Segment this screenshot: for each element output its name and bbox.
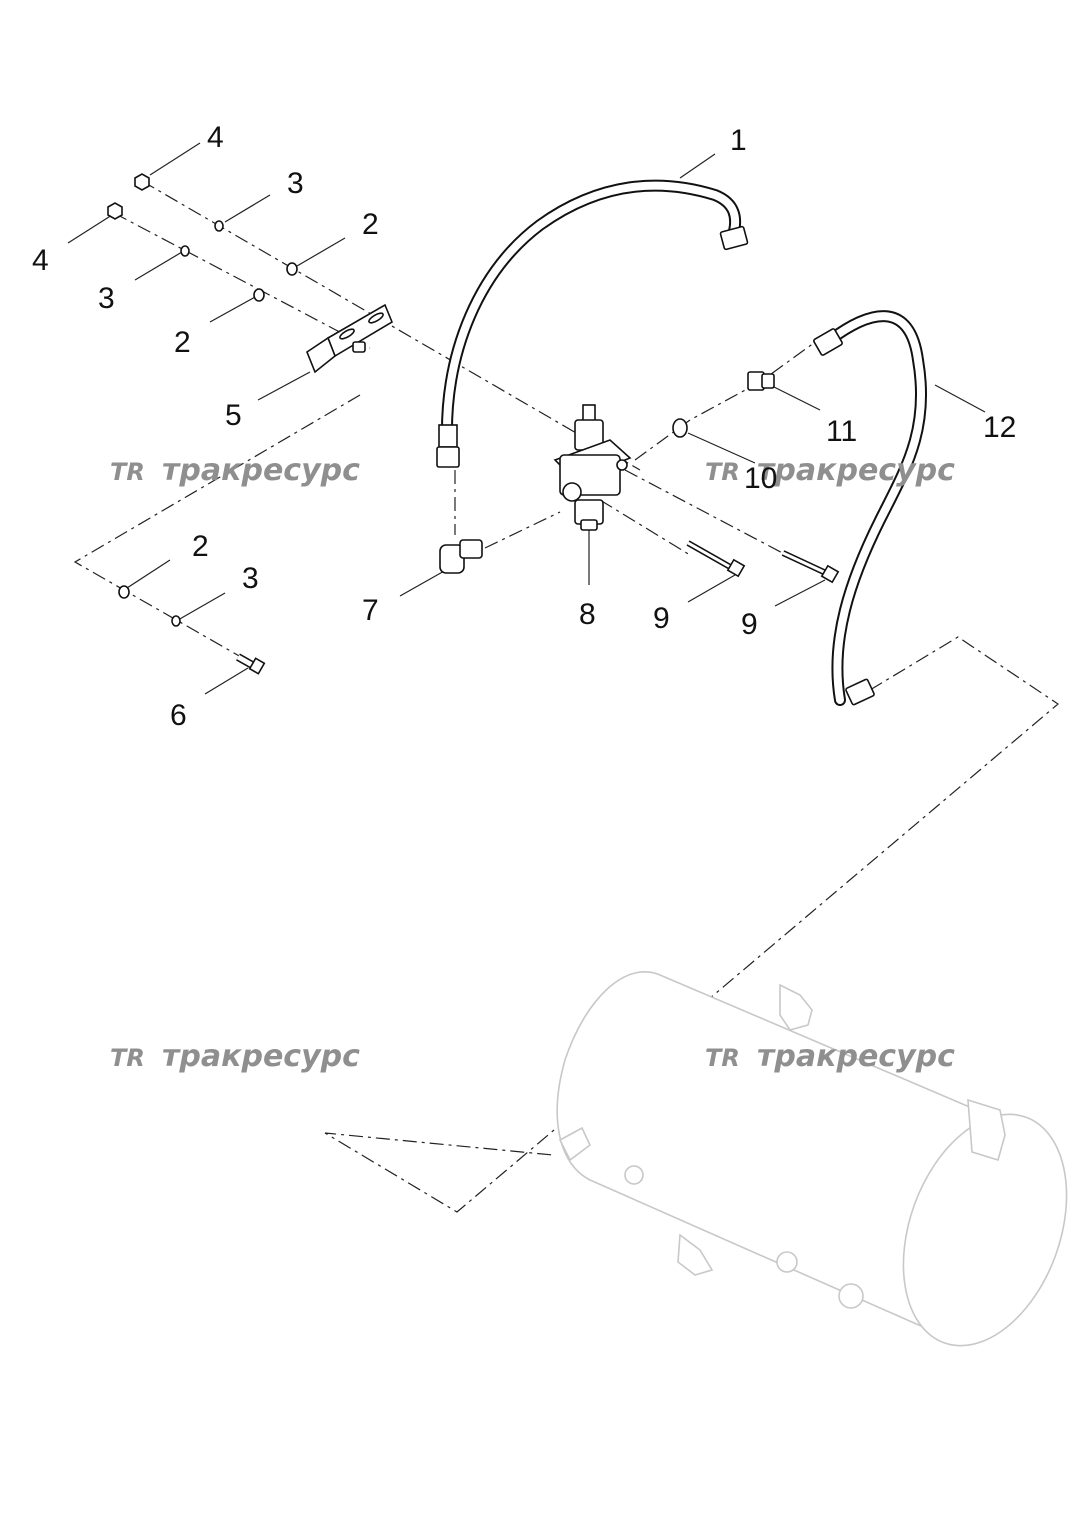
callout-2-top: 2 [362, 208, 379, 241]
washer-3-b [180, 245, 190, 257]
nut-4-top [134, 173, 150, 191]
air-tank-ghost [556, 971, 1068, 1347]
watermark-text: тракресурс [162, 453, 360, 488]
callout-3-top: 3 [287, 167, 304, 200]
callout-5: 5 [225, 399, 242, 432]
callout-3-lower: 3 [242, 562, 259, 595]
watermark-4: TR тракресурс [705, 1039, 955, 1074]
screw-6 [236, 653, 266, 675]
watermark-logo: TR [110, 458, 145, 486]
callout-4-top: 4 [207, 121, 224, 154]
callout-2-left: 2 [174, 326, 191, 359]
callout-3-left: 3 [98, 282, 115, 315]
hardware-small [107, 173, 298, 627]
watermark-2: TR тракресурс [705, 453, 955, 488]
nut-4-left [107, 202, 123, 220]
callout-11: 11 [826, 415, 857, 448]
watermark-logo: TR [705, 458, 740, 486]
hose-1 [436, 179, 749, 468]
bolt-9-left [686, 540, 746, 578]
valve-8 [553, 404, 632, 531]
watermark-text: тракресурс [162, 1039, 360, 1074]
callout-4-left: 4 [32, 244, 49, 277]
callout-2-lower: 2 [192, 530, 209, 563]
washer-2-a [286, 262, 298, 276]
fitting-11 [747, 371, 775, 391]
leader-lines [67, 142, 986, 695]
watermark-3: TR тракресурс [110, 1039, 360, 1074]
bolt-9-right [781, 550, 840, 584]
watermark-text: тракресурс [757, 1039, 955, 1074]
o-ring-10 [672, 418, 688, 438]
callout-9-left: 9 [653, 602, 670, 635]
washer-2-c [118, 585, 130, 599]
callouts: 1 4 3 2 4 3 2 5 2 3 6 7 8 9 9 10 11 12 [32, 121, 1016, 732]
callout-1: 1 [730, 124, 747, 157]
callout-6: 6 [170, 699, 187, 732]
callout-12: 12 [983, 411, 1016, 444]
watermark-logo: TR [705, 1044, 740, 1072]
bracket-5 [306, 303, 394, 374]
watermark-text: тракресурс [757, 453, 955, 488]
callout-10: 10 [744, 462, 777, 495]
elbow-fitting-7 [439, 539, 483, 574]
watermark-1: TR тракресурс [110, 453, 360, 488]
hose-12 [813, 310, 927, 706]
callout-9-right: 9 [741, 608, 758, 641]
callout-8: 8 [579, 598, 596, 631]
watermark-logo: TR [110, 1044, 145, 1072]
callout-7: 7 [362, 594, 379, 627]
washer-3-a [214, 220, 224, 232]
washer-2-b [253, 288, 265, 302]
washer-3-c [171, 615, 181, 627]
